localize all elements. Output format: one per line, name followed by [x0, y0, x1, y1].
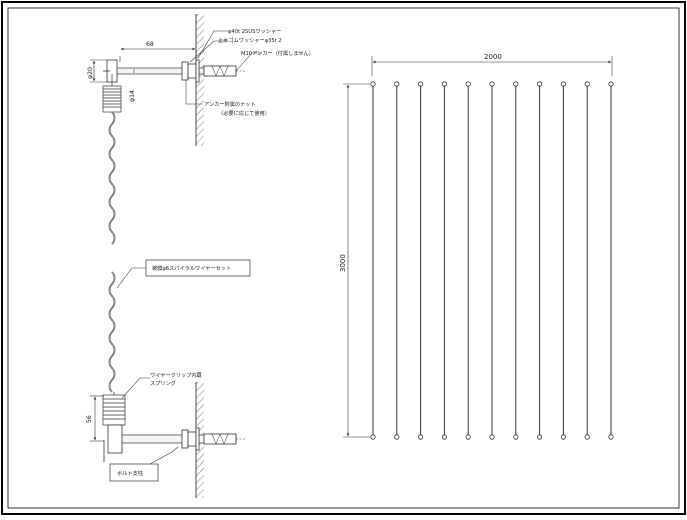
- dim-56: 56: [86, 395, 104, 442]
- label-bolt: ボルト支柱: [117, 469, 143, 477]
- label-nut-line2: （必要に応じて使用）: [218, 109, 270, 117]
- label-clip-line1: ワイヤークリップ内蔵: [150, 371, 203, 379]
- wire-anchor-bottom: [536, 434, 543, 440]
- label-rubber-washer: 止水ゴムワッシャーφ35t 2: [218, 36, 282, 44]
- label-clip-line2: スプリング: [150, 379, 176, 387]
- top-leaders: [185, 30, 262, 105]
- inner-frame: [7, 7, 680, 509]
- dim-68: 68: [119, 41, 197, 62]
- wire-anchor-bottom: [489, 434, 495, 440]
- wire-anchor-bottom: [513, 434, 519, 440]
- dim-height: 3000: [339, 83, 370, 438]
- dim-phi20-text: φ20: [87, 67, 94, 79]
- label-wire-set: 被膜φ6スパイラルワイヤーセット: [152, 264, 231, 272]
- wire-anchor-top: [560, 81, 567, 87]
- wire-anchor-top: [489, 81, 495, 87]
- top-anchor-assembly: [102, 59, 246, 113]
- wire-anchor-bottom: [441, 434, 447, 440]
- wire-anchor-bottom: [417, 434, 424, 440]
- dim-phi14: φ14: [129, 69, 136, 102]
- wire-anchor-top: [370, 81, 376, 87]
- wire-anchor-top: [441, 81, 447, 87]
- wire-anchor-bottom: [465, 434, 471, 440]
- wire-anchor-top: [465, 81, 471, 87]
- dim-width: 2000: [371, 53, 613, 76]
- wire-anchor-top: [608, 81, 614, 87]
- wire-anchor-top: [584, 81, 590, 87]
- bolt-callout: ボルト支柱: [109, 446, 179, 482]
- wire-anchor-bottom: [584, 434, 590, 440]
- dim-width-text: 2000: [484, 53, 502, 61]
- dim-phi14-text: φ14: [129, 90, 136, 102]
- wire-anchor-bottom: [394, 434, 400, 440]
- label-washer-sus: φ40t 2SUSワッシャー: [228, 28, 281, 35]
- dim-68-text: 68: [146, 41, 154, 48]
- clip-spring-callout: ワイヤークリップ内蔵 スプリング: [121, 371, 203, 399]
- dim-56-text: 56: [86, 415, 93, 423]
- wire-array: [370, 81, 614, 440]
- bottom-anchor-assembly: [102, 392, 246, 462]
- spiral-wire-upper: [108, 111, 116, 245]
- dim-phi20: φ20: [87, 59, 107, 83]
- wire-anchor-bottom: [608, 434, 614, 440]
- wire-anchor-top: [513, 81, 519, 87]
- wire-set-callout: 被膜φ6スパイラルワイヤーセット: [116, 259, 251, 289]
- wire-anchor-top: [536, 81, 543, 87]
- wire-anchor-top: [394, 81, 400, 87]
- label-nut-line1: アンカー附属のナット: [204, 100, 256, 108]
- wire-anchor-bottom: [560, 434, 567, 440]
- wire-anchor-bottom: [370, 434, 376, 440]
- label-anchor: M10アンカー（付属しません）: [241, 49, 314, 57]
- dim-height-text: 3000: [339, 254, 347, 272]
- wire-anchor-top: [417, 81, 424, 87]
